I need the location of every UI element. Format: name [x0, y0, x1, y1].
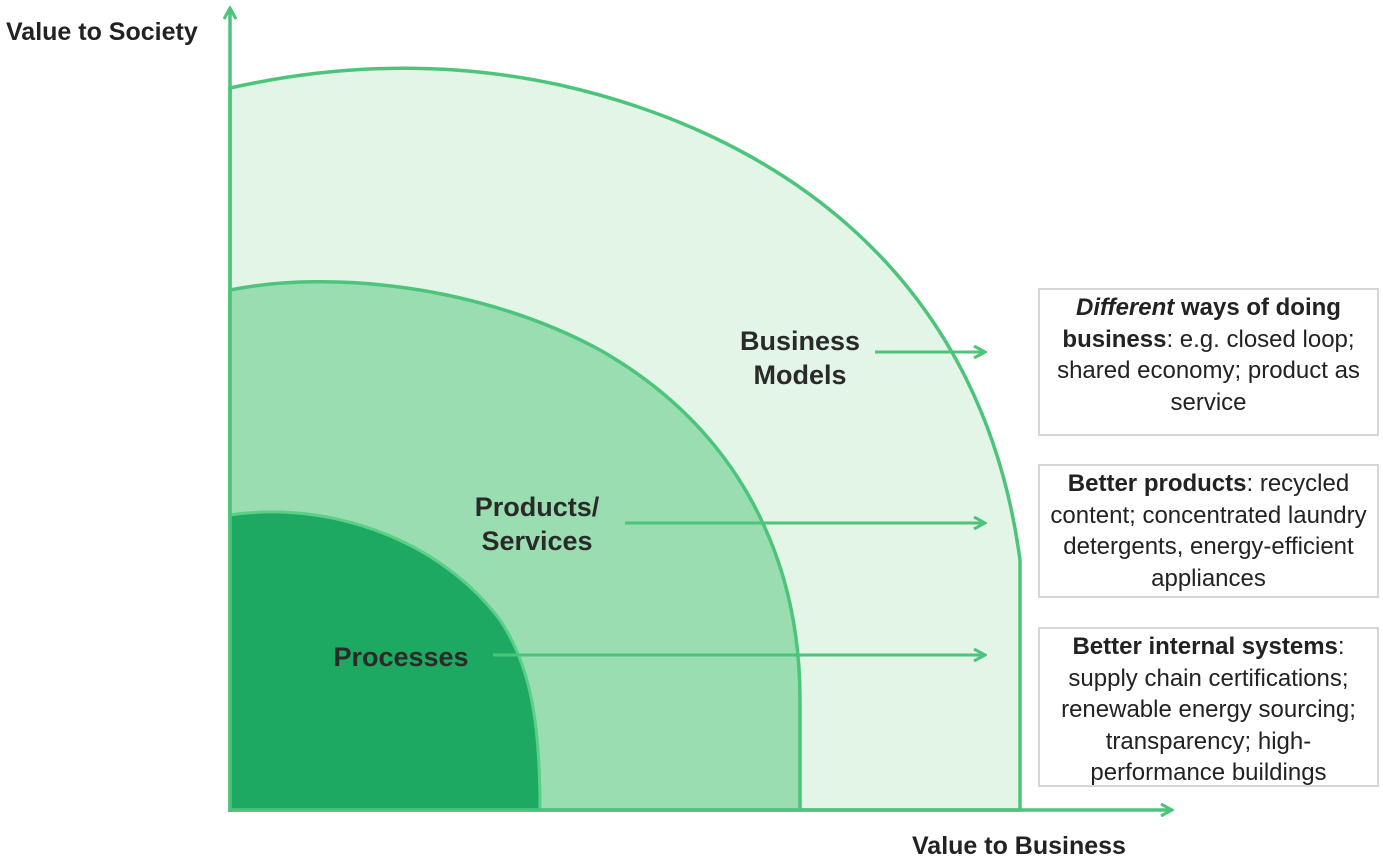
ring-processes: [228, 510, 542, 812]
info-box-business-models-text: : e.g. closed loop; shared economy; prod…: [1057, 325, 1360, 416]
ring-label-products-services: Products/ Services: [452, 490, 622, 558]
ring-label-business-models-line1: Business: [739, 326, 861, 356]
info-box-processes: Better internal systems: supply chain ce…: [1038, 627, 1379, 787]
ring-label-business-models: Business Models: [718, 324, 882, 392]
ring-label-products-services-line2: Services: [481, 526, 593, 556]
ring-label-business-models-line2: Models: [753, 360, 847, 390]
info-box-products: Better products: recycled content; conce…: [1038, 464, 1379, 598]
info-box-processes-heading: Better internal systems: [1072, 633, 1338, 660]
y-axis-label: Value to Society: [6, 18, 198, 46]
ring-label-processes: Processes: [333, 642, 469, 672]
info-box-processes-text: : supply chain certifications; renewable…: [1061, 633, 1356, 786]
info-box-business-models: Different ways of doing business: e.g. c…: [1038, 288, 1379, 436]
info-box-business-models-heading: ways of doing business: [1062, 294, 1341, 353]
ring-label-products-services-line1: Products/: [474, 492, 600, 522]
x-axis-label: Value to Business: [912, 832, 1126, 860]
info-box-products-heading: Better products: [1067, 470, 1247, 497]
info-box-business-models-emphasis: Different: [1076, 294, 1175, 321]
info-box-products-text: : recycled content; concentrated laundry…: [1050, 470, 1367, 592]
